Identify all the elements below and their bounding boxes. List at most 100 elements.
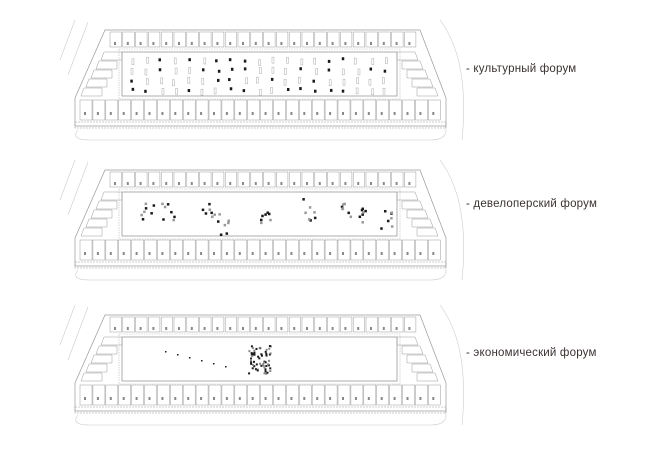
booth-mark (84, 112, 86, 115)
booth (391, 31, 404, 48)
exhibit-mark (266, 371, 269, 374)
exhibit-mark (188, 58, 191, 62)
booth (350, 384, 364, 406)
booth (428, 384, 441, 406)
exhibit-mark (250, 361, 253, 364)
exhibit-mark (253, 353, 256, 356)
booth (428, 239, 441, 261)
exhibit-mark (242, 89, 246, 93)
booth-mark (306, 327, 308, 330)
exhibit-mark (223, 223, 227, 227)
exhibit-mark (264, 213, 267, 216)
exhibit-mark (347, 211, 350, 215)
side-booth (100, 191, 123, 201)
exhibit-mark (268, 353, 271, 356)
booth (327, 316, 340, 333)
side-booth (406, 209, 429, 219)
booth (160, 316, 173, 333)
exhibit-mark (230, 67, 234, 71)
booth-mark (114, 327, 116, 330)
booth-mark (357, 182, 360, 185)
exhibit-mark (300, 58, 304, 66)
booth (363, 384, 377, 406)
exhibit-mark (390, 225, 394, 228)
exhibit-mark (269, 370, 272, 373)
booth-mark (395, 182, 398, 185)
exhibit-mark (304, 211, 307, 215)
booth-mark (290, 112, 293, 115)
side-booth (406, 354, 429, 364)
booth (363, 239, 377, 261)
booth (286, 384, 299, 406)
exhibit-mark (165, 351, 167, 353)
exhibit-mark (218, 213, 221, 216)
exhibit-mark (313, 216, 317, 220)
exhibit-mark (263, 361, 266, 364)
courtyard-edge (118, 48, 401, 100)
exhibit-mark (248, 372, 251, 375)
booth-mark (139, 42, 142, 45)
booth-mark (264, 252, 267, 255)
booth-mark (122, 112, 125, 115)
booth-mark (238, 252, 241, 255)
booth (195, 384, 209, 406)
booth (109, 31, 122, 48)
side-booth (411, 218, 434, 228)
exhibit-mark (201, 78, 205, 85)
exhibit-mark (250, 352, 253, 355)
booth (122, 31, 135, 48)
exhibit-mark (158, 58, 161, 62)
booth-mark (216, 327, 219, 330)
booth (234, 384, 248, 406)
side-booth (411, 78, 434, 88)
exhibit-mark (228, 58, 232, 62)
plan-developer-forum (59, 159, 464, 281)
booth-mark (354, 397, 357, 400)
booth-mark (331, 327, 334, 330)
exhibit-mark (264, 368, 267, 371)
booth-mark (393, 397, 396, 400)
booth (92, 239, 106, 261)
booth-mark (126, 42, 129, 45)
side-booth (416, 87, 439, 97)
exhibit-mark (259, 67, 262, 74)
courtyard-edge (118, 188, 401, 240)
label-economic-forum: - экономический форум (466, 347, 597, 359)
booth (199, 31, 212, 48)
booth-mark (152, 182, 155, 185)
booth (224, 31, 237, 48)
booth-mark (178, 182, 180, 185)
booth (182, 99, 196, 121)
booth (337, 239, 351, 261)
courtyard-edge (118, 333, 401, 385)
booth-mark (393, 252, 396, 255)
booth-mark (242, 182, 244, 185)
exhibit-mark (254, 368, 257, 371)
booth-mark (84, 397, 86, 400)
exhibit-mark (158, 68, 162, 72)
exhibit-mark (369, 67, 373, 71)
booth-mark (370, 42, 372, 45)
booth (237, 31, 250, 48)
side-booth (95, 200, 118, 210)
exhibit-mark (208, 202, 211, 206)
booth-mark (318, 327, 321, 330)
exhibit-mark (130, 79, 133, 83)
exhibit-mark (248, 350, 251, 353)
exhibit-mark (228, 78, 231, 82)
booth (391, 171, 404, 188)
booth-mark (178, 42, 180, 45)
booth-mark (277, 112, 280, 115)
exhibit-mark (262, 364, 265, 367)
exhibit-mark (286, 57, 289, 64)
exhibit-mark (250, 362, 253, 365)
booth-mark (122, 252, 125, 255)
booth (404, 316, 417, 333)
booth-mark (148, 112, 151, 115)
exhibit-mark (146, 56, 149, 64)
booth-mark (306, 182, 308, 185)
exhibit-mark (256, 369, 259, 372)
exhibit-mark (284, 68, 287, 75)
side-booth (100, 336, 123, 346)
booth (131, 99, 144, 121)
